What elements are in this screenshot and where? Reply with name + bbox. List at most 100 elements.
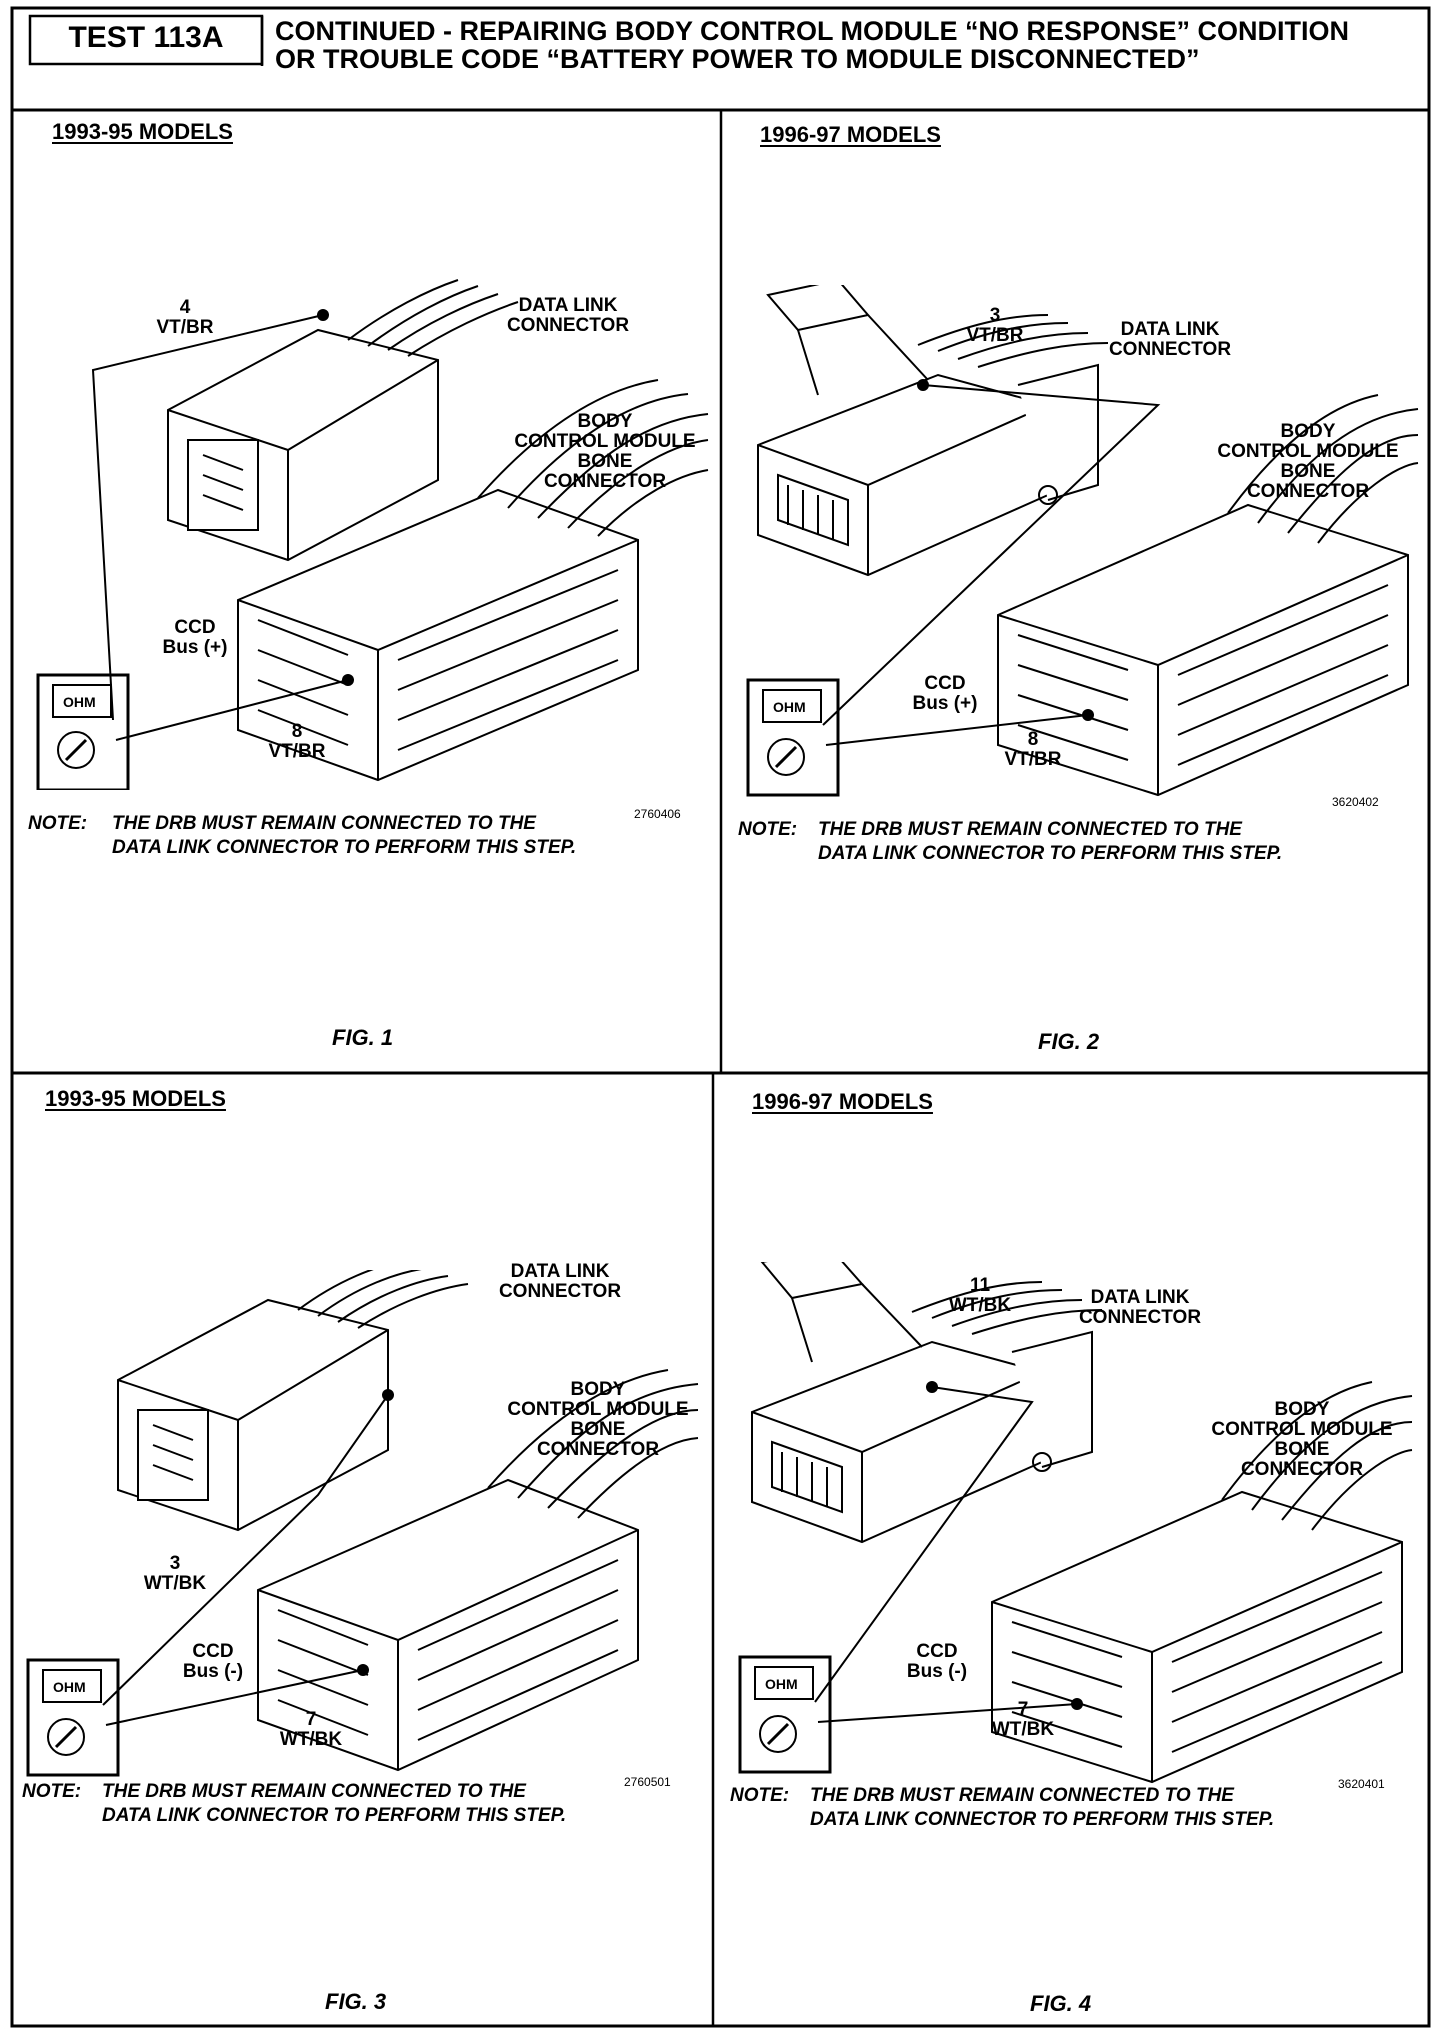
image-number: 3620402 [1332,795,1379,809]
note-line1: THE DRB MUST REMAIN CONNECTED TO THE [810,1785,1234,1806]
bcm-pin-number: 7 [305,1709,317,1730]
note-line1: THE DRB MUST REMAIN CONNECTED TO THE [818,819,1242,840]
bus-label: CCD Bus (-) [168,1642,258,1682]
test-id: TEST 113A [68,21,224,54]
bcm-label-line1: BODY [1280,421,1336,442]
bcm-wire-color: VT/BR [268,740,326,762]
ohmmeter-shape [26,1658,120,1777]
figure-label: FIG. 3 [325,1989,387,2014]
bcm-label-line2: CONTROL MODULE [1211,1418,1393,1440]
bcm-pin-number: 8 [1027,729,1039,750]
image-number: 3620401 [1338,1777,1385,1791]
bus-label: CCD Bus (+) [900,674,990,714]
dlc-label-line1: DATA LINK [1120,319,1220,340]
bone-connector-shape [991,1490,1403,1784]
bcm-label-line3: BONE [1280,460,1336,482]
bone-connector-shape [237,488,639,782]
bcm-pin-label: 7 WT/BK [276,1710,346,1750]
dlc-label: DATA LINK CONNECTOR [1100,320,1240,360]
ohm-label: OHM [773,699,806,715]
figure-label: FIG. 1 [332,1025,394,1050]
bcm-label-line3: BONE [577,450,633,472]
bcm-label-line1: BODY [570,1379,626,1400]
dlc-label: DATA LINK CONNECTOR [498,296,638,336]
bcm-label: BODY CONTROL MODULE BONE CONNECTOR [495,412,715,492]
bcm-pin-label: 8 VT/BR [262,722,332,762]
figure-label: FIG. 2 [1038,1029,1100,1054]
header-title-line1: CONTINUED - REPAIRING BODY CONTROL MODUL… [275,16,1350,46]
image-number: 2760501 [624,1775,671,1789]
image-number: 2760406 [634,807,681,821]
bcm-label-line4: CONNECTOR [1240,1458,1364,1480]
connector-drawing: OHM [26,1270,699,1777]
bcm-wire-color: WT/BK [991,1718,1055,1740]
model-label: 1993-95 MODELS [52,119,233,144]
bus-label: CCD Bus (+) [150,618,240,658]
ohm-label: OHM [765,1676,798,1692]
bone-connector-shape [257,1478,639,1772]
figure-label: FIG. 4 [1030,1991,1092,2016]
bcm-label-line2: CONTROL MODULE [1217,440,1399,462]
connector-drawing: OHM [36,279,709,790]
ohm-label: OHM [53,1679,86,1695]
bus-label-line2: Bus (-) [182,1660,244,1682]
note-prefix: NOTE: [730,1785,790,1806]
dlc-pin-label: 11 WT/BK [940,1276,1020,1316]
bus-label: CCD Bus (-) [892,1642,982,1682]
dlc-wire-color: VT/BR [156,316,214,338]
dlc-label-line2: CONNECTOR [1108,338,1232,360]
bcm-label-line4: CONNECTOR [1246,480,1370,502]
model-label: 1996-97 MODELS [760,122,941,147]
bcm-label-line2: CONTROL MODULE [514,430,696,452]
bus-label-line2: Bus (+) [162,636,228,658]
bus-label-line2: Bus (+) [912,692,978,714]
bcm-label-line3: BONE [1274,1438,1330,1460]
dlc-pin-number: 11 [969,1275,991,1296]
ohmmeter-shape [738,1655,832,1774]
dlc-label-line1: DATA LINK [518,295,618,316]
connector-drawing: OHM [746,285,1419,797]
bus-label-line1: CCD [916,1641,958,1662]
bus-label-line1: CCD [174,617,216,638]
data-link-connector-shape [757,373,1049,577]
bcm-label-line4: CONNECTOR [543,470,667,492]
note-line1: THE DRB MUST REMAIN CONNECTED TO THE [102,1781,526,1802]
ohmmeter-shape [746,678,840,797]
bcm-label-line4: CONNECTOR [536,1438,660,1460]
note-prefix: NOTE: [738,819,798,840]
dlc-pin-label: 3 VT/BR [960,306,1030,346]
bcm-pin-number: 7 [1017,1699,1029,1720]
note-line2: DATA LINK CONNECTOR TO PERFORM THIS STEP… [112,837,577,858]
header-title-line2: OR TROUBLE CODE “BATTERY POWER TO MODULE… [275,44,1200,74]
data-link-connector-shape [751,1340,1043,1544]
bcm-pin-number: 8 [291,721,303,742]
bone-connector-shape [997,503,1409,797]
dlc-wire-color: WT/BK [143,1572,207,1594]
note-line2: DATA LINK CONNECTOR TO PERFORM THIS STEP… [818,843,1283,864]
bcm-label: BODY CONTROL MODULE BONE CONNECTOR [1198,422,1418,502]
dlc-label-line2: CONNECTOR [498,1280,622,1302]
bus-label-line1: CCD [924,673,966,694]
dlc-label-line1: DATA LINK [510,1261,610,1282]
note-line1: THE DRB MUST REMAIN CONNECTED TO THE [112,813,536,834]
bcm-label-line1: BODY [1274,1399,1330,1420]
note-prefix: NOTE: [28,813,88,834]
bcm-wire-color: VT/BR [1004,748,1062,770]
model-label: 1993-95 MODELS [45,1086,226,1111]
note-prefix: NOTE: [22,1781,82,1802]
dlc-pin-number: 4 [179,297,191,318]
dlc-pin-label: 3 WT/BK [140,1554,210,1594]
dlc-label-line2: CONNECTOR [1078,1306,1202,1328]
bcm-label-line1: BODY [577,411,633,432]
bcm-label: BODY CONTROL MODULE BONE CONNECTOR [1192,1400,1412,1480]
model-label: 1996-97 MODELS [752,1089,933,1114]
connector-drawing: OHM [738,1262,1413,1784]
dlc-label: DATA LINK CONNECTOR [490,1262,630,1302]
bcm-wire-color: WT/BK [279,1728,343,1750]
bcm-pin-label: 8 VT/BR [998,730,1068,770]
bus-label-line1: CCD [192,1641,234,1662]
ohm-label: OHM [63,694,96,710]
bcm-label: BODY CONTROL MODULE BONE CONNECTOR [488,1380,708,1460]
